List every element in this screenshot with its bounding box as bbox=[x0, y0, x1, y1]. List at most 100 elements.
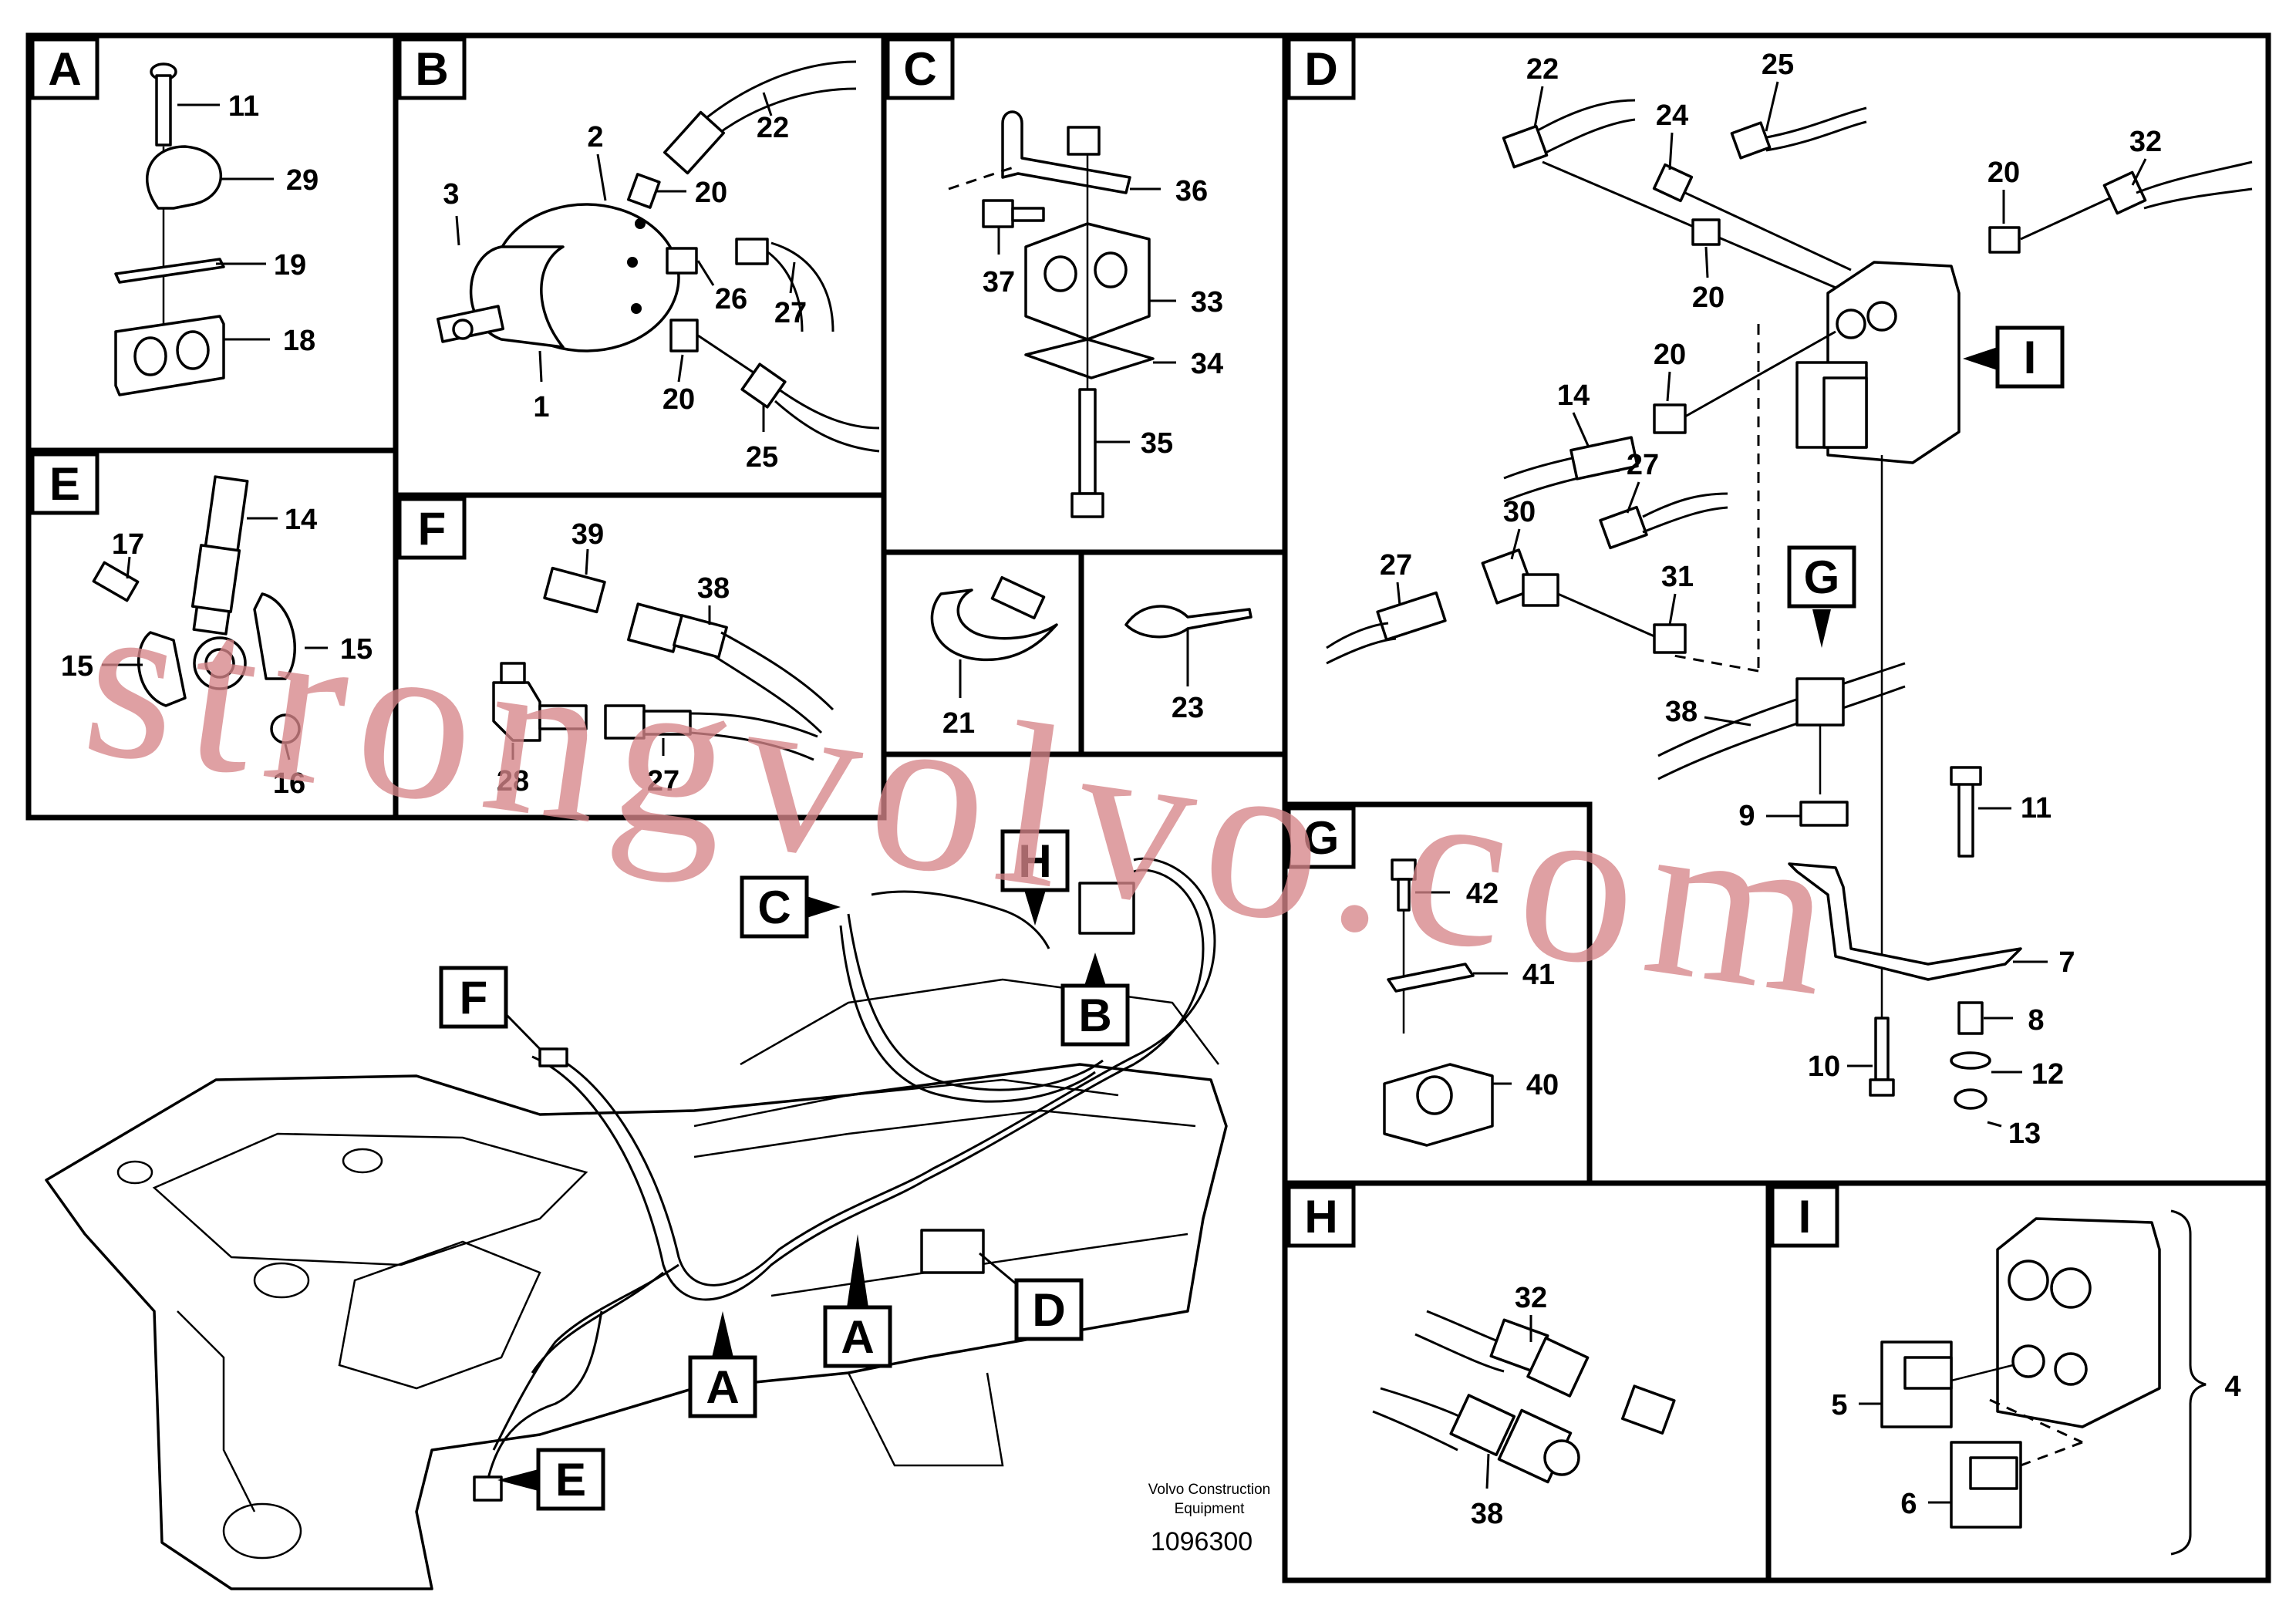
bolt-head-drawing bbox=[1950, 766, 1982, 786]
overview-label-h: H bbox=[1000, 829, 1070, 926]
adapter-fitting bbox=[669, 319, 699, 352]
adapter-fitting bbox=[543, 566, 606, 614]
callout: 23 bbox=[1172, 692, 1204, 724]
nut-drawing bbox=[1954, 1088, 1988, 1110]
company-name-line2: Equipment bbox=[1175, 1501, 1246, 1517]
cable-tie-head-drawing bbox=[990, 575, 1046, 620]
panel-d-letter: D bbox=[1304, 43, 1337, 95]
brake-chamber-drawing bbox=[1078, 882, 1135, 935]
plate-drawing bbox=[1024, 338, 1155, 379]
adapter-fitting bbox=[1621, 1384, 1676, 1435]
nut-drawing bbox=[1067, 126, 1101, 156]
bolt-head-drawing bbox=[1391, 858, 1417, 881]
callout: 27 bbox=[1380, 549, 1412, 582]
callout: 3 bbox=[443, 178, 459, 211]
plate-drawing bbox=[1387, 963, 1475, 993]
callout: 20 bbox=[695, 177, 727, 209]
ref-i-letter: I bbox=[2024, 332, 2037, 383]
hose bbox=[1414, 1333, 1505, 1373]
washer-drawing bbox=[1950, 1051, 1991, 1070]
valve-block-drawing bbox=[1795, 261, 1961, 464]
panel-i: I 5 6 4 bbox=[1770, 1185, 2241, 1556]
panel-g: G 42 41 40 bbox=[1286, 806, 1559, 1147]
callout: 7 bbox=[2058, 946, 2075, 979]
callout: 1 bbox=[533, 391, 549, 423]
brake-chamber-drawing bbox=[437, 203, 680, 352]
elbow-branch bbox=[538, 704, 588, 730]
callout: 15 bbox=[340, 633, 373, 666]
callout: 8 bbox=[2028, 1004, 2044, 1037]
hose-fitting bbox=[740, 363, 787, 409]
svg-text:C: C bbox=[757, 882, 791, 933]
bolt-drawing bbox=[92, 561, 140, 602]
panel-a-tag bbox=[30, 37, 99, 100]
panel-b: B 2 22 3 20 26 bbox=[397, 37, 880, 474]
ref-i-tag bbox=[1995, 325, 2065, 389]
bolt-drawing bbox=[1078, 388, 1097, 495]
callout: 25 bbox=[746, 441, 778, 474]
callout: 11 bbox=[228, 90, 259, 123]
bolt-drawing bbox=[1874, 1017, 1890, 1081]
machine-overview-drawing bbox=[45, 857, 1228, 1590]
panel-f: F 39 38 28 27 bbox=[397, 497, 834, 798]
overview-label-f: F bbox=[439, 966, 541, 1050]
arrow-to-g bbox=[1812, 609, 1831, 648]
dashed-line bbox=[948, 164, 1019, 191]
panel-e-letter: E bbox=[49, 458, 80, 510]
callout: 16 bbox=[273, 767, 305, 800]
hose bbox=[774, 400, 880, 453]
adapter-fitting bbox=[1653, 623, 1687, 654]
hose-crimp bbox=[673, 614, 728, 659]
panel-a: A 11 29 19 18 bbox=[30, 37, 319, 396]
hose bbox=[1642, 492, 1728, 518]
clamp-drawing bbox=[145, 145, 222, 210]
callout: 30 bbox=[1503, 496, 1536, 528]
panel-b-letter: B bbox=[415, 43, 448, 95]
panel-d-tag bbox=[1286, 37, 1356, 100]
callout: 42 bbox=[1466, 878, 1499, 910]
svg-text:A: A bbox=[706, 1361, 739, 1413]
hose-fitting bbox=[663, 110, 726, 175]
callout: 22 bbox=[1526, 53, 1559, 86]
callout: 25 bbox=[1762, 49, 1794, 81]
callout: 29 bbox=[286, 164, 319, 197]
o-ring-drawing bbox=[270, 713, 301, 744]
hose-fitting bbox=[1502, 124, 1549, 169]
ref-g-tag bbox=[1787, 545, 1856, 609]
callout: 17 bbox=[112, 528, 144, 561]
hose bbox=[697, 334, 757, 376]
hose bbox=[1758, 106, 1867, 140]
callout: 12 bbox=[2031, 1058, 2064, 1091]
valve-block-drawing bbox=[1996, 1217, 2161, 1428]
callout: 40 bbox=[1526, 1069, 1559, 1101]
panel-f-frame bbox=[393, 492, 887, 821]
overview-label-e: E bbox=[497, 1448, 605, 1511]
adapter-fitting bbox=[1691, 218, 1721, 246]
callout: 32 bbox=[2129, 126, 2162, 158]
small-box-23: 23 bbox=[1124, 605, 1253, 724]
pipe-line bbox=[1684, 330, 1836, 418]
panel-h: H 32 38 bbox=[1286, 1185, 1676, 1530]
tee-fitting bbox=[1481, 548, 1535, 605]
panel-c-tag bbox=[885, 37, 955, 100]
hose bbox=[689, 712, 818, 738]
callout: 5 bbox=[1831, 1389, 1847, 1421]
callout: 33 bbox=[1191, 286, 1223, 319]
panel-a-letter: A bbox=[48, 43, 81, 95]
overview-label-c: C bbox=[740, 875, 841, 939]
hose bbox=[1534, 118, 1636, 160]
callout: 20 bbox=[1692, 282, 1725, 314]
hose bbox=[1765, 120, 1867, 152]
spacer-drawing bbox=[1957, 1001, 1984, 1035]
callout: 31 bbox=[1661, 561, 1694, 593]
hose-crimp bbox=[642, 710, 692, 736]
panel-i-tag bbox=[1770, 1185, 1839, 1248]
callout: 14 bbox=[1557, 379, 1590, 412]
block-drawing bbox=[114, 315, 225, 396]
callout: 38 bbox=[1471, 1498, 1503, 1530]
panel-g-letter: G bbox=[1303, 812, 1340, 864]
hose bbox=[2143, 187, 2253, 210]
hose-fitting bbox=[735, 238, 769, 265]
elbow-fitting bbox=[1652, 163, 1694, 203]
svg-text:E: E bbox=[555, 1454, 586, 1506]
